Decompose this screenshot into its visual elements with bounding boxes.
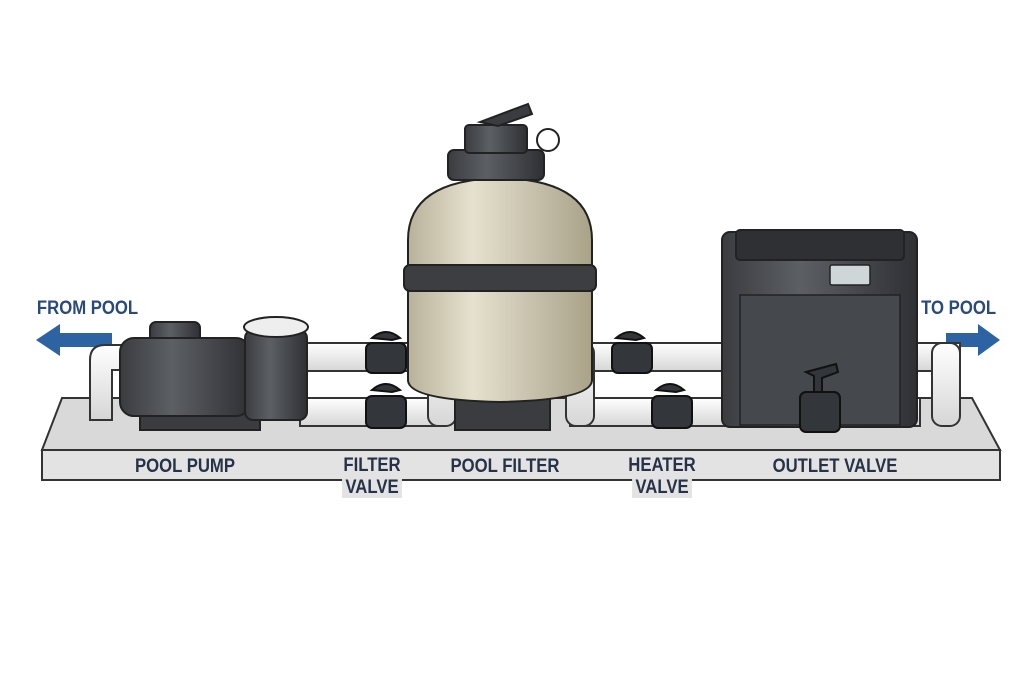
valves	[365, 331, 841, 433]
to-pool-label: TO POOL	[921, 298, 997, 319]
pool-heater	[721, 229, 918, 428]
pool-pump	[119, 316, 309, 431]
heater-valve-label: HEATER VALVE	[618, 455, 706, 499]
pool-filter	[403, 102, 597, 431]
from-pool-label: FROM POOL	[36, 298, 139, 319]
pool-filter-label: POOL FILTER	[450, 456, 560, 477]
filter-valve-label-line1: FILTER	[343, 455, 401, 476]
filter-valve-label-line2: VALVE	[341, 477, 403, 498]
from-pool-arrow	[36, 324, 112, 356]
filter-valve-label: FILTER VALVE	[328, 455, 416, 499]
heater-valve-label-line1: HEATER	[628, 455, 696, 476]
pool-pump-label: POOL PUMP	[134, 456, 236, 477]
heater-valve-label-line2: VALVE	[631, 477, 693, 498]
outlet-valve-label: OUTLET VALVE	[772, 456, 898, 477]
